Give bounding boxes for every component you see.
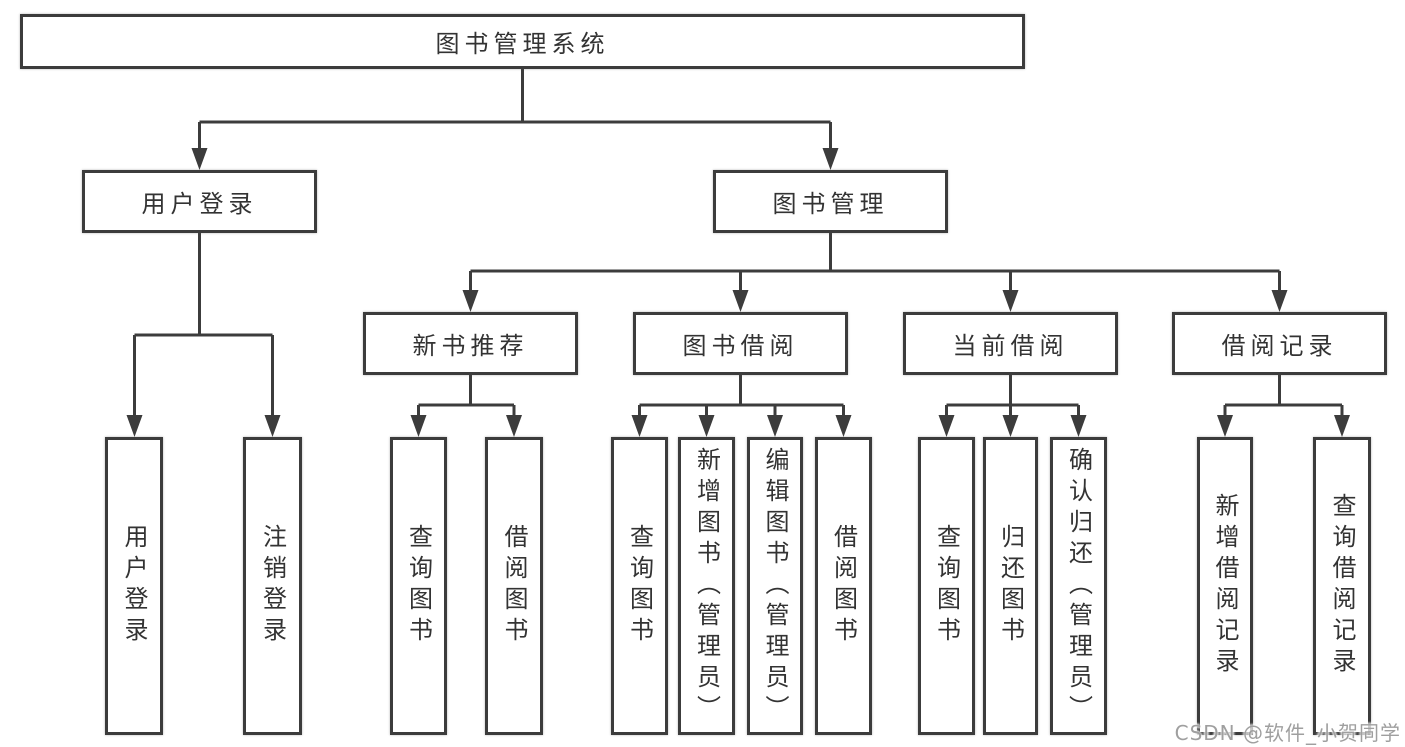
node-book-management: 图书管理 [713, 170, 948, 233]
node-new-book-recommend: 新书推荐 [363, 312, 578, 375]
leaf-newbooks-borrow-book: 借阅图书 [485, 437, 543, 735]
connector-newbooks-to-leaves [410, 375, 522, 437]
leaf-current-query-book: 查询图书 [918, 437, 975, 735]
connector-manage-to-level3 [462, 233, 1288, 312]
leaf-records-add-record: 新增借阅记录 [1197, 437, 1253, 735]
leaf-borrow-edit-book-admin: 编辑图书（管理员） [747, 437, 803, 735]
leaf-current-confirm-return-admin: 确认归还（管理员） [1050, 437, 1107, 735]
leaf-user-login: 用户登录 [105, 437, 163, 735]
leaf-newbooks-query-book: 查询图书 [390, 437, 447, 735]
node-current-borrow: 当前借阅 [903, 312, 1118, 375]
node-borrow-records: 借阅记录 [1172, 312, 1387, 375]
node-root-library-system: 图书管理系统 [20, 14, 1025, 69]
connector-borrow-to-leaves [631, 375, 852, 437]
node-user-login: 用户登录 [82, 170, 317, 233]
csdn-watermark: CSDN @软件_小贺同学 [1174, 721, 1401, 745]
connector-current-to-leaves [938, 375, 1087, 437]
leaf-borrow-add-book-admin: 新增图书（管理员） [678, 437, 735, 735]
leaf-borrow-borrow-book: 借阅图书 [815, 437, 872, 735]
leaf-records-query-record: 查询借阅记录 [1313, 437, 1371, 735]
leaf-current-return-book: 归还图书 [983, 437, 1038, 735]
connector-root-to-level2 [191, 69, 839, 170]
leaf-logout: 注销登录 [243, 437, 302, 735]
connector-login-to-leaves [126, 233, 281, 437]
node-book-borrow: 图书借阅 [633, 312, 848, 375]
leaf-borrow-query-book: 查询图书 [611, 437, 668, 735]
connector-records-to-leaves [1217, 375, 1350, 437]
